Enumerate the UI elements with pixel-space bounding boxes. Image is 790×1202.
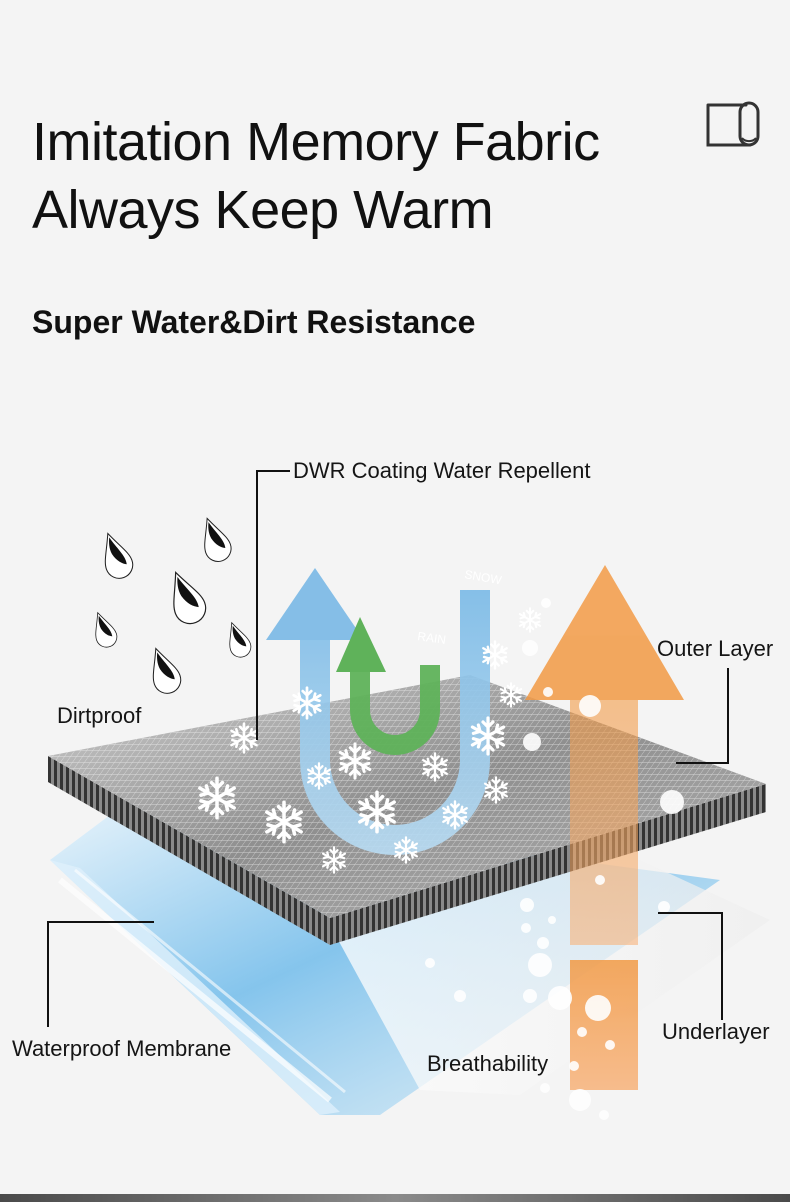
vapor-bubbles <box>425 598 684 1120</box>
breathability-label: Breathability <box>427 1051 549 1076</box>
subtitle: Super Water&Dirt Resistance <box>32 304 476 340</box>
dirt-drop-icon <box>94 528 138 583</box>
water-repel-arrow <box>266 568 490 855</box>
dirt-drop-icon <box>194 513 236 566</box>
leader-lines <box>47 470 729 1027</box>
title-line-1: Imitation Memory Fabric <box>32 112 600 172</box>
underlayer-leader-line <box>658 912 723 1020</box>
dirtproof-label: Dirtproof <box>57 703 142 728</box>
snow-text: SNOW <box>463 567 503 587</box>
underlayer-label: Underlayer <box>662 1019 770 1044</box>
title-line-2: Always Keep Warm <box>32 180 494 240</box>
repel-arrow <box>336 617 440 755</box>
bottom-divider <box>0 1194 790 1202</box>
dirt-drop-icon <box>160 565 211 629</box>
dwr-coating-label: DWR Coating Water Repellent <box>293 458 591 483</box>
membrane-leader-line <box>47 921 154 1027</box>
dirt-drop-icon <box>87 608 121 651</box>
breathability-arrow <box>525 565 684 1090</box>
dirt-drop-icon <box>221 618 255 661</box>
dirt-drop-icon <box>142 643 186 698</box>
fabric-roll-icon <box>706 101 760 147</box>
outer-layer-leader-line <box>676 668 729 764</box>
dwr-leader-line <box>256 470 290 740</box>
outer-layer-label: Outer Layer <box>657 636 774 661</box>
underlayer <box>300 860 770 1095</box>
dirt-drop-icons <box>87 513 255 698</box>
rain-text: RAIN <box>417 629 447 647</box>
waterproof-membrane-label: Waterproof Membrane <box>12 1036 232 1061</box>
snowflake-icon <box>518 607 542 633</box>
page-title: Imitation Memory Fabric Always Keep Warm <box>32 108 600 244</box>
